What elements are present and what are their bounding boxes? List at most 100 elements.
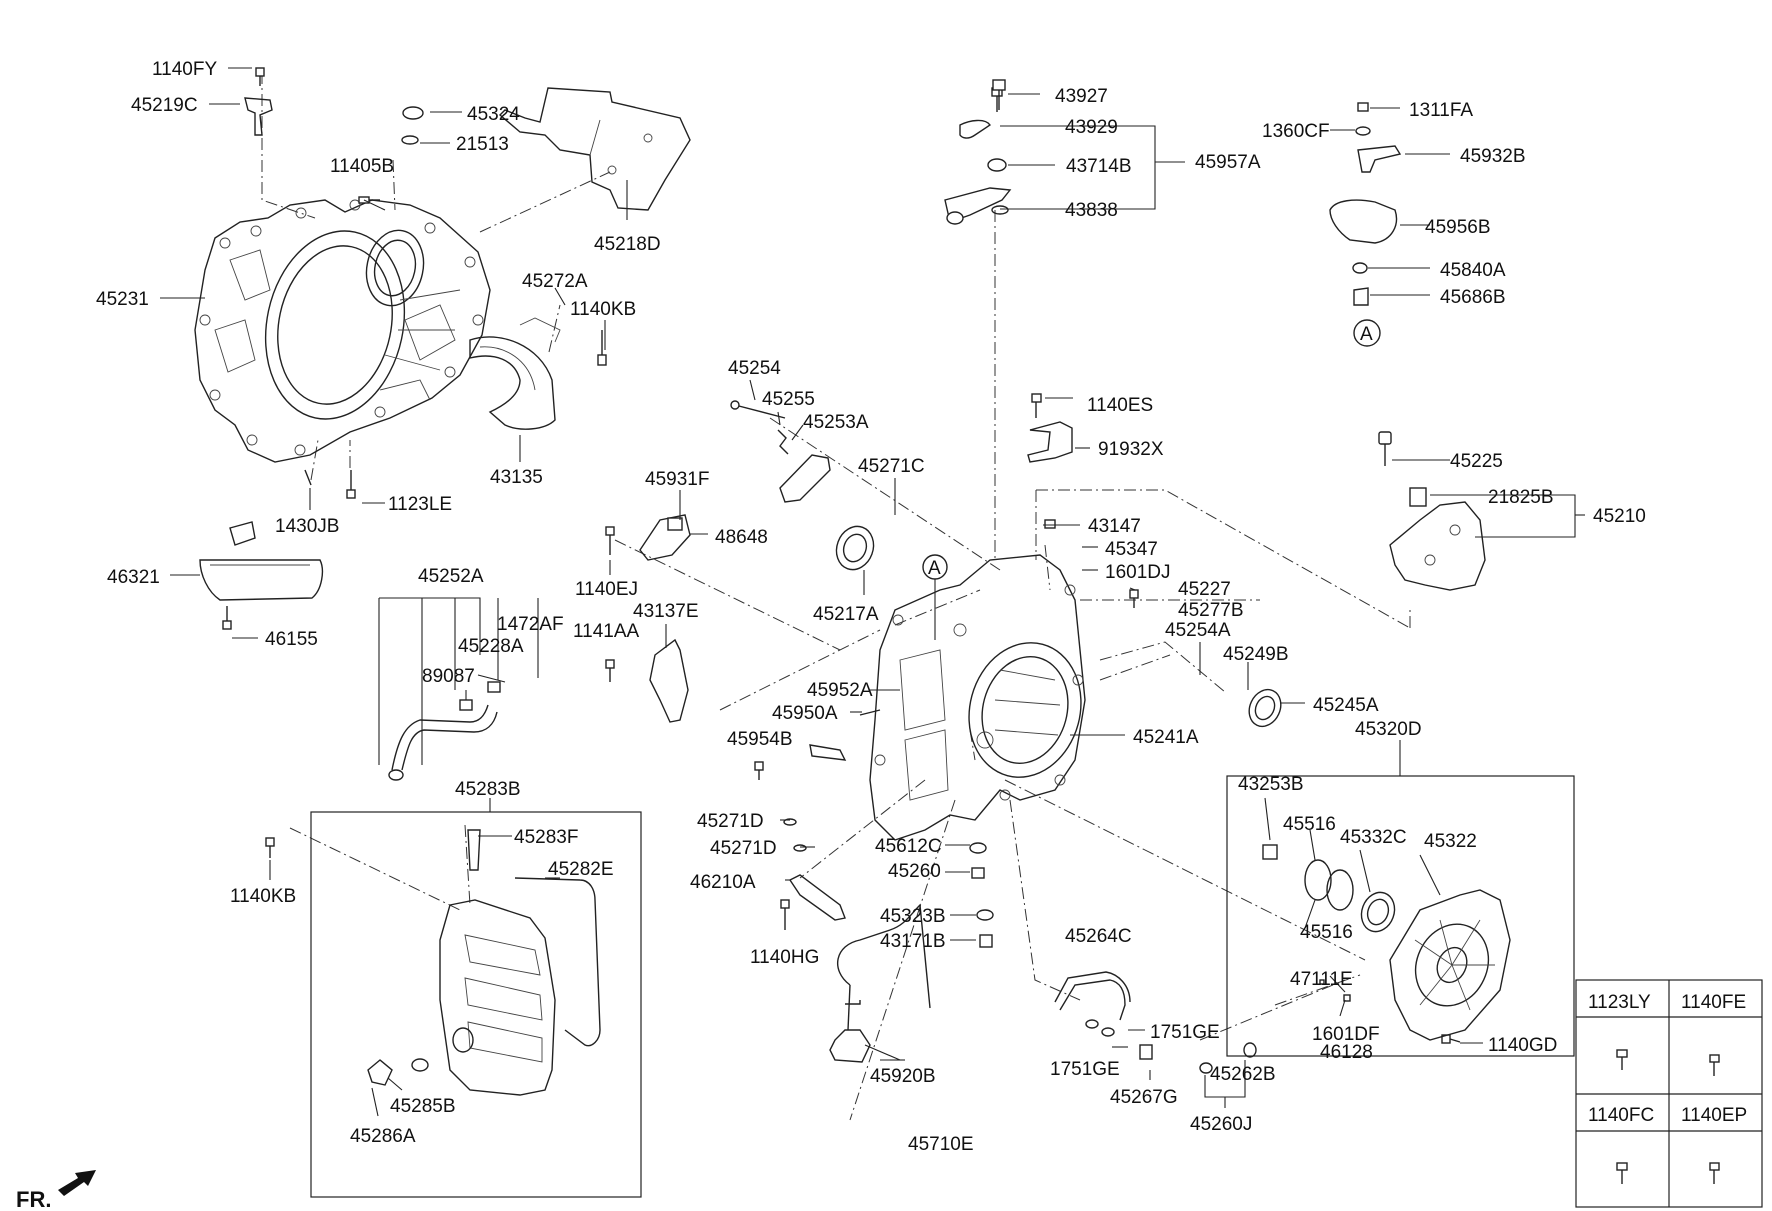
label-45956b: 45956B xyxy=(1425,217,1491,238)
shift-lever-parts-drawing xyxy=(730,400,831,503)
label-45271d-2: 45271D xyxy=(710,838,777,859)
label-45347: 45347 xyxy=(1105,539,1158,560)
label-45323b: 45323B xyxy=(880,906,946,927)
label-1311fa: 1311FA xyxy=(1409,100,1473,121)
oil-shield-43135-drawing xyxy=(469,317,561,430)
label-1140fy: 1140FY xyxy=(152,59,217,80)
label-45920b: 45920B xyxy=(870,1066,936,1087)
label-1140kb-top: 1140KB xyxy=(570,299,636,320)
label-45710e: 45710E xyxy=(908,1134,974,1155)
label-11405b: 11405B xyxy=(330,156,394,177)
label-45267g: 45267G xyxy=(1110,1087,1178,1108)
fastener-legend-table: 1123LY 1140FE 1140FC 1140EP xyxy=(1575,979,1763,1208)
plugs-drawing xyxy=(969,842,994,948)
pipe-45264c-drawing xyxy=(1054,971,1153,1060)
label-45262b: 45262B xyxy=(1210,1064,1276,1085)
transaxle-housing-drawing xyxy=(194,199,491,463)
label-45272a: 45272A xyxy=(522,271,588,292)
label-45950a: 45950A xyxy=(772,703,838,724)
label-1140es: 1140ES xyxy=(1087,395,1153,416)
bolts-drawing xyxy=(222,67,1461,1044)
linkage-43927-drawing xyxy=(944,79,1012,225)
sensor-45956b-drawing xyxy=(1329,102,1402,306)
cover-45320d-drawing xyxy=(1262,844,1511,1041)
label-43838: 43838 xyxy=(1065,200,1118,221)
label-45840a: 45840A xyxy=(1440,260,1506,281)
label-1430jb: 1430JB xyxy=(275,516,339,537)
label-47111e: 47111E xyxy=(1290,969,1353,990)
leader-lines xyxy=(160,67,1585,1117)
label-43253b: 43253B xyxy=(1238,774,1304,795)
seal-45217a-drawing xyxy=(835,525,875,571)
label-43929: 43929 xyxy=(1065,117,1118,138)
label-45332c: 45332C xyxy=(1340,827,1407,848)
cover-group-box xyxy=(1226,775,1575,1057)
label-45245a: 45245A xyxy=(1313,695,1379,716)
label-46155: 46155 xyxy=(265,629,318,650)
label-45516-2: 45516 xyxy=(1300,922,1353,943)
label-46321: 46321 xyxy=(107,567,160,588)
label-1140ej: 1140EJ xyxy=(575,579,638,600)
oil-filter-46321-drawing xyxy=(199,521,324,601)
label-45686b: 45686B xyxy=(1440,287,1506,308)
oil-pan-group-box xyxy=(310,811,642,1198)
label-45277b: 45277B xyxy=(1178,600,1244,621)
front-direction-label: FR. xyxy=(16,1187,51,1211)
label-48648: 48648 xyxy=(715,527,768,548)
bolt-1140ep-icon xyxy=(1709,1162,1720,1184)
bracket-45210-drawing xyxy=(1389,487,1486,591)
label-45249b: 45249B xyxy=(1223,644,1289,665)
bracket-45218d-drawing xyxy=(498,87,691,211)
label-45285b: 45285B xyxy=(390,1096,456,1117)
assembly-guide-lines xyxy=(261,72,1411,1121)
label-1140gd: 1140GD xyxy=(1488,1035,1557,1056)
label-43147: 43147 xyxy=(1088,516,1141,537)
label-91932x: 91932X xyxy=(1098,439,1164,460)
bracket-45950a-drawing xyxy=(783,709,881,921)
transmission-case-45241a-drawing xyxy=(869,554,1086,841)
bolt-1140fe-icon xyxy=(1709,1054,1720,1076)
label-45254: 45254 xyxy=(728,358,781,379)
seal-45245a-drawing xyxy=(1248,688,1282,728)
label-21513: 21513 xyxy=(456,134,509,155)
legend-cell-1123ly: 1123LY xyxy=(1588,992,1651,1013)
label-45286a: 45286A xyxy=(350,1126,416,1147)
label-45228a: 45228A xyxy=(458,636,524,657)
label-45260: 45260 xyxy=(888,861,941,882)
label-45253a: 45253A xyxy=(803,412,869,433)
small-plugs-45262b-drawing xyxy=(1199,979,1351,1074)
bolt-1140fc-icon xyxy=(1616,1162,1628,1184)
label-1123le: 1123LE xyxy=(388,494,452,515)
label-45516-1: 45516 xyxy=(1283,814,1336,835)
label-46210a: 46210A xyxy=(690,872,756,893)
label-45612c: 45612C xyxy=(875,836,942,857)
label-1751ge-2: 1751GE xyxy=(1050,1059,1120,1080)
label-1601df: 1601DF xyxy=(1312,1024,1380,1045)
label-45252a: 45252A xyxy=(418,566,484,587)
label-45218d: 45218D xyxy=(594,234,661,255)
label-89087: 89087 xyxy=(422,666,475,687)
callout-a-top-right xyxy=(1353,319,1381,347)
label-43714b: 43714B xyxy=(1066,156,1132,177)
label-45271c: 45271C xyxy=(858,456,925,477)
label-45324: 45324 xyxy=(467,104,520,125)
label-45322: 45322 xyxy=(1424,831,1477,852)
part-labels: 1140FY 45219C 45324 21513 11405B 45218D … xyxy=(96,59,1646,1155)
label-46128: 46128 xyxy=(1320,1042,1373,1063)
label-45283b: 45283B xyxy=(455,779,521,800)
label-45227: 45227 xyxy=(1178,579,1231,600)
label-45952a: 45952A xyxy=(807,680,873,701)
label-45931f: 45931F xyxy=(645,469,709,490)
label-45225: 45225 xyxy=(1450,451,1503,472)
label-45320d: 45320D xyxy=(1355,719,1422,740)
label-1141aa: 1141AA xyxy=(573,621,640,642)
label-45957a: 45957A xyxy=(1195,152,1261,173)
label-1360cf: 1360CF xyxy=(1262,121,1330,142)
label-43137e: 43137E xyxy=(633,601,699,622)
label-43171b: 43171B xyxy=(880,931,946,952)
guide-43137e-drawing xyxy=(649,638,689,723)
label-45264c: 45264C xyxy=(1065,926,1132,947)
label-1751ge-1: 1751GE xyxy=(1150,1022,1220,1043)
label-43927: 43927 xyxy=(1055,86,1108,107)
